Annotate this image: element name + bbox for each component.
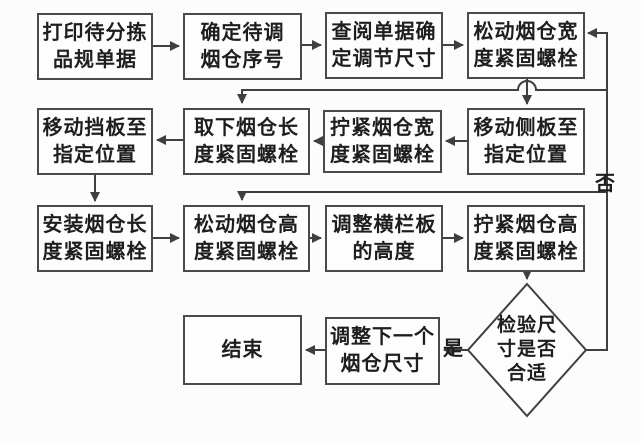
connector-no-branch-to-removelength: [237, 80, 607, 104]
node-print-doc-line1: 打印待分拣: [42, 21, 148, 44]
node-adjust-next-bin: 调整下一个 烟仓尺寸: [325, 317, 440, 385]
node-check-size-ok: 检验尺 寸是否 合适: [482, 313, 572, 387]
node-adjust-next-bin-line1: 调整下一个: [330, 326, 435, 348]
node-install-length-bolt: 安装烟仓长 度紧固螺栓: [37, 205, 153, 272]
node-remove-length-bolt: 取下烟仓长 度紧固螺栓: [183, 108, 310, 175]
node-move-baffle: 移动挡板至 指定位置: [37, 108, 153, 175]
node-check-doc-size-line2: 定调节尺寸: [331, 47, 437, 70]
node-check-size-ok-line2: 寸是否: [496, 339, 557, 360]
node-check-doc-size: 查阅单据确 定调节尺寸: [325, 12, 443, 79]
branch-label-no: 否: [595, 173, 615, 195]
node-confirm-bin-no: 确定待调 烟仓序号: [183, 13, 302, 80]
node-adjust-rail-height-line2: 的高度: [352, 240, 416, 263]
node-end: 结束: [183, 315, 302, 385]
node-tighten-width-bolt-line1: 拧紧烟仓宽: [330, 116, 435, 139]
node-adjust-next-bin-line2: 烟仓尺寸: [340, 353, 425, 375]
node-move-baffle-line2: 指定位置: [53, 143, 137, 166]
node-remove-length-bolt-line2: 度紧固螺栓: [194, 143, 299, 166]
node-tighten-width-bolt-line2: 度紧固螺栓: [330, 143, 435, 166]
node-loosen-height-bolt-line2: 度紧固螺栓: [194, 240, 299, 263]
connector-no-branch-to-loosenheight: [237, 191, 607, 201]
branch-label-yes: 是: [443, 338, 463, 360]
node-check-doc-size-line1: 查阅单据确: [331, 20, 437, 43]
node-tighten-height-bolt-line2: 度紧固螺栓: [473, 240, 579, 263]
node-move-side-plate: 移动侧板至 指定位置: [467, 108, 585, 175]
node-remove-length-bolt-line1: 取下烟仓长: [194, 116, 299, 139]
node-loosen-height-bolt-line1: 松动烟仓高: [194, 213, 299, 236]
node-move-side-plate-line1: 移动侧板至: [473, 116, 579, 139]
node-confirm-bin-no-line2: 烟仓序号: [200, 48, 285, 71]
node-check-size-ok-line1: 检验尺: [496, 315, 557, 336]
node-loosen-width-bolt-line1: 松动烟仓宽: [473, 20, 579, 43]
node-tighten-height-bolt: 拧紧烟仓高 度紧固螺栓: [467, 205, 585, 272]
node-install-length-bolt-line1: 安装烟仓长: [42, 213, 148, 236]
decision-diamond-shape: [466, 282, 588, 418]
node-loosen-width-bolt: 松动烟仓宽 度紧固螺栓: [467, 12, 585, 79]
node-tighten-width-bolt: 拧紧烟仓宽 度紧固螺栓: [323, 110, 442, 173]
node-tighten-height-bolt-line1: 拧紧烟仓高: [473, 213, 579, 236]
node-move-side-plate-line2: 指定位置: [484, 143, 568, 166]
node-print-doc-line2: 品规单据: [53, 48, 137, 71]
node-adjust-rail-height: 调整横栏板 的高度: [325, 205, 443, 272]
node-print-doc: 打印待分拣 品规单据: [37, 13, 153, 80]
node-check-size-ok-line3: 合适: [506, 363, 547, 384]
node-end-line1: 结束: [221, 338, 264, 361]
node-loosen-width-bolt-line2: 度紧固螺栓: [473, 47, 579, 70]
node-adjust-rail-height-line1: 调整横栏板: [331, 213, 437, 236]
node-confirm-bin-no-line1: 确定待调: [200, 21, 285, 44]
node-install-length-bolt-line2: 度紧固螺栓: [42, 240, 148, 263]
node-loosen-height-bolt: 松动烟仓高 度紧固螺栓: [183, 205, 310, 272]
node-move-baffle-line1: 移动挡板至: [42, 116, 148, 139]
